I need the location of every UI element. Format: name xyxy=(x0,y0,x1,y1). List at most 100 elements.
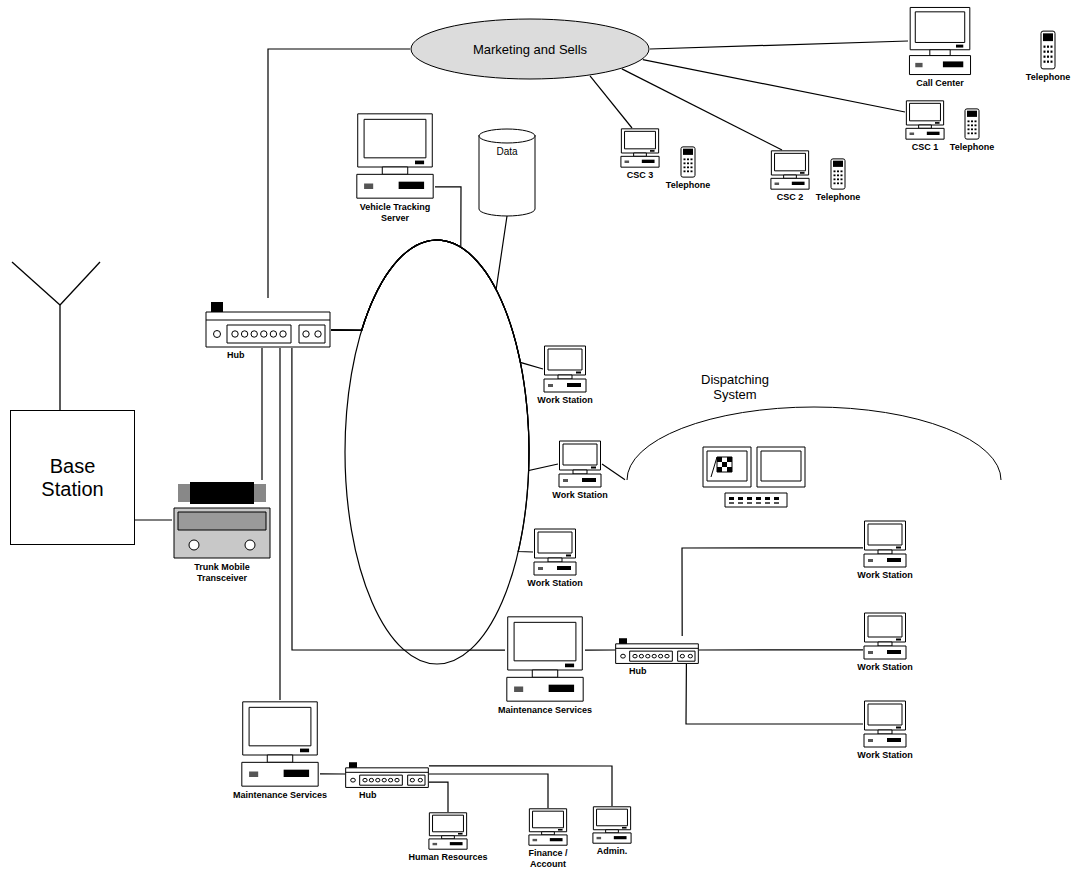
node-label: Work Station xyxy=(552,490,607,501)
telephone-node: Telephone xyxy=(964,108,980,140)
hub-port xyxy=(241,331,247,337)
power-button xyxy=(868,739,873,742)
phone-key xyxy=(1044,56,1046,58)
node-label: Work Station xyxy=(537,395,592,406)
monitor-screen xyxy=(868,704,902,725)
disk-drive xyxy=(887,650,901,654)
node-label-text: Finance / Account xyxy=(521,848,575,870)
flag-square xyxy=(727,467,732,472)
node-label: Telephone xyxy=(950,142,994,153)
disk-drive xyxy=(450,842,463,845)
hub-node: Hub xyxy=(345,760,429,788)
monitor-stand xyxy=(930,50,950,56)
network-link xyxy=(643,60,905,112)
system-unit xyxy=(357,174,433,198)
monitor-frame xyxy=(560,441,601,470)
phone-key xyxy=(687,170,689,172)
node-text-area: Marketing and Sells xyxy=(410,18,650,80)
node-label-text: CSC 1 xyxy=(912,142,939,153)
monitor-screen xyxy=(625,131,656,149)
node-label-text: Marketing and Sells xyxy=(473,42,587,57)
hub-port-block xyxy=(630,651,673,661)
phone-key xyxy=(837,174,839,176)
phone-key xyxy=(1051,61,1053,63)
phone-handset xyxy=(967,111,977,117)
disk-drive xyxy=(614,836,627,839)
workstation-node: Work Station xyxy=(533,528,577,576)
monitor-frame xyxy=(508,617,583,670)
monitor-stand xyxy=(382,167,407,174)
phone-key xyxy=(975,120,977,122)
network-link xyxy=(268,49,410,298)
node-label-text: Work Station xyxy=(527,578,582,589)
node-label: Work Station xyxy=(857,662,912,673)
monitor-screen xyxy=(910,103,941,121)
monitor-screen xyxy=(433,815,464,832)
phone-key xyxy=(834,174,836,176)
monitor-screen xyxy=(514,622,576,661)
network-link xyxy=(320,773,345,774)
transceiver-icon xyxy=(172,480,272,560)
monitor-stand xyxy=(784,175,797,178)
hub-port xyxy=(658,654,662,658)
node-label-text: Trunk Mobile Transceiver xyxy=(185,562,260,584)
hub-led xyxy=(211,302,223,312)
ellipse-shape xyxy=(411,19,649,79)
power-button xyxy=(775,183,780,186)
node-label-text: Dispatching System xyxy=(685,372,785,402)
monitor-screen xyxy=(533,811,564,828)
computer-icon xyxy=(770,150,810,190)
telephone-node: Telephone xyxy=(680,146,696,178)
hub-port-block xyxy=(299,325,325,343)
network-link xyxy=(331,240,543,369)
phone-handset xyxy=(683,149,693,155)
phone-key xyxy=(968,128,970,130)
computer-node: Human Resources xyxy=(428,812,468,850)
hub-port xyxy=(646,654,650,658)
phone-key xyxy=(1044,61,1046,63)
phone-key xyxy=(841,174,843,176)
node-label-text: Hub xyxy=(359,790,377,801)
phone-key xyxy=(1044,51,1046,53)
cylinder-body xyxy=(479,135,535,216)
monitor-stand xyxy=(548,558,562,562)
hub-port xyxy=(369,778,373,782)
system-unit xyxy=(909,56,970,75)
system-unit xyxy=(507,677,583,701)
hub-port xyxy=(270,331,276,337)
console xyxy=(725,493,787,507)
hub-body xyxy=(346,768,429,788)
computer-icon xyxy=(355,112,435,200)
monitor-button xyxy=(622,827,627,829)
power-button xyxy=(533,839,538,841)
cylinder-outline xyxy=(478,128,536,216)
console-key xyxy=(756,502,761,504)
monitor-screen xyxy=(775,153,806,171)
system-unit xyxy=(544,379,586,392)
telephone-icon xyxy=(964,108,980,140)
hub-line xyxy=(346,772,429,773)
node-label: Work Station xyxy=(857,750,912,761)
monitor-frame xyxy=(865,521,906,550)
network-link xyxy=(331,240,533,552)
node-label: Hub xyxy=(359,790,377,801)
monitor-button xyxy=(558,829,563,831)
node-label-text: Admin. xyxy=(597,846,628,857)
phone-key xyxy=(837,182,839,184)
flag-square xyxy=(717,467,722,472)
phone-handset xyxy=(1043,33,1053,41)
node-label-text: Hub xyxy=(629,666,647,677)
database-cylinder: Data xyxy=(478,128,536,216)
console-key xyxy=(738,497,743,500)
monitor-button xyxy=(458,833,463,835)
node-label-text: Work Station xyxy=(857,570,912,581)
computer-icon xyxy=(558,440,602,488)
hub-port-block xyxy=(360,775,403,785)
network-link xyxy=(585,649,615,650)
phone-key xyxy=(841,182,843,184)
node-label-text: CSC 3 xyxy=(627,170,654,181)
network-link xyxy=(279,348,280,700)
power-button xyxy=(514,687,523,693)
network-link xyxy=(686,664,863,724)
phone-key xyxy=(1047,46,1049,48)
